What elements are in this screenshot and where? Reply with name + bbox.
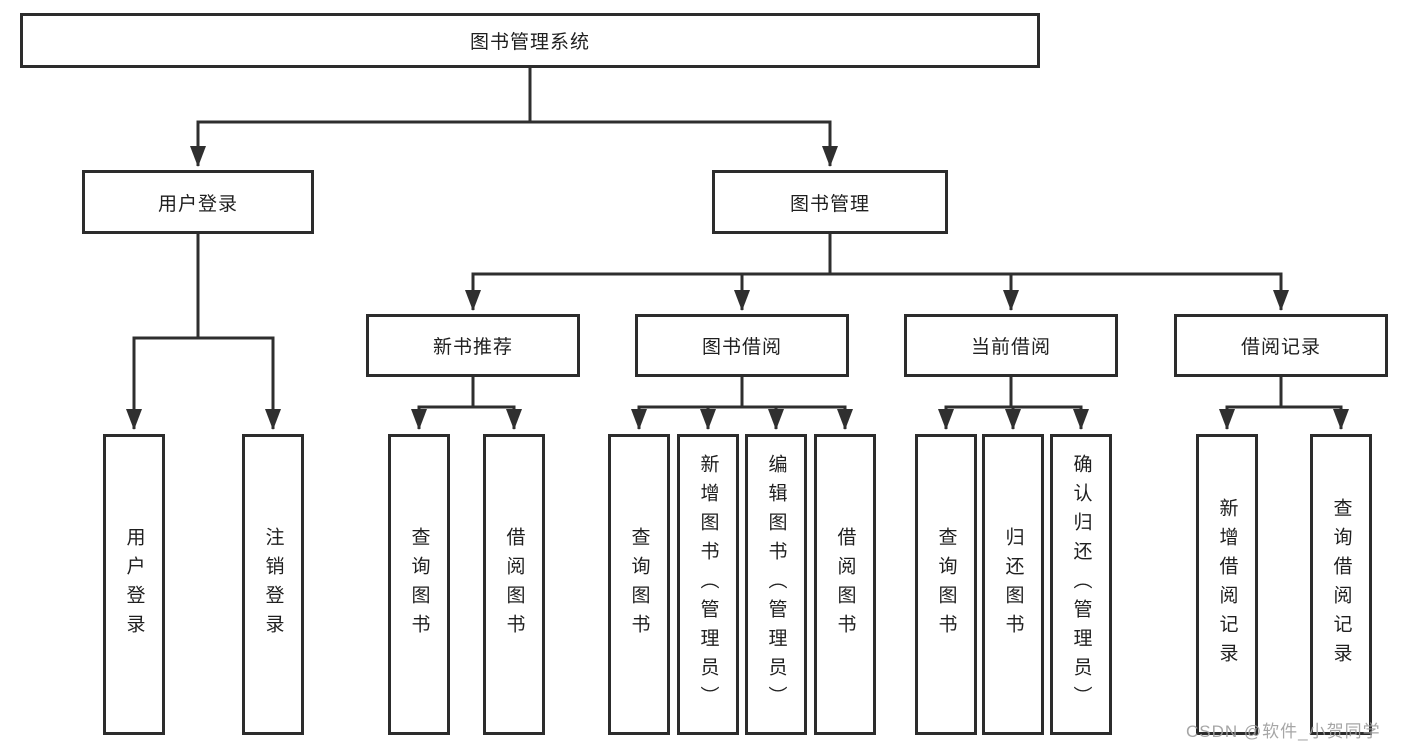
leaf-borrow-borrow-books: 借阅图书 [814,434,876,735]
node-label: 用户登录 [157,193,238,215]
node-new-book-recommendation: 新书推荐 [366,314,580,377]
node-library-management-system: 图书管理系统 [20,13,1040,68]
node-label: 借阅记录 [1240,337,1321,358]
node-borrowing-records: 借阅记录 [1174,314,1388,377]
leaf-records-add-record: 新增借阅记录 [1196,434,1258,735]
node-label: 借阅图书 [503,526,525,643]
csdn-watermark: CSDN @软件_小贺同学 [1186,722,1381,741]
leaf-current-confirm-return-admin: 确认归还（管理员） [1050,434,1112,735]
node-label: 查询图书 [935,526,957,643]
node-label: 新增图书（管理员） [697,454,719,715]
node-label: 确认归还（管理员） [1070,454,1092,715]
node-label: 查询图书 [628,526,650,643]
node-label: 用户登录 [123,526,145,643]
node-current-borrowing: 当前借阅 [904,314,1118,377]
leaf-borrow-query-books: 查询图书 [608,434,670,735]
node-label: 当前借阅 [970,337,1051,358]
node-label: 图书借阅 [701,337,782,358]
node-user-login: 用户登录 [82,170,314,234]
leaf-newbook-query-books: 查询图书 [388,434,450,735]
node-label: 图书管理系统 [469,32,590,53]
leaf-logout: 注销登录 [242,434,304,735]
node-label: 编辑图书（管理员） [765,454,787,715]
node-label: 新增借阅记录 [1216,497,1238,672]
node-label: 图书管理 [789,193,870,215]
node-label: 新书推荐 [432,337,513,358]
node-label: 借阅图书 [834,526,856,643]
leaf-current-query-books: 查询图书 [915,434,977,735]
leaf-current-return-books: 归还图书 [982,434,1044,735]
leaf-user-login: 用户登录 [103,434,165,735]
node-book-management: 图书管理 [712,170,948,234]
node-label: 查询图书 [408,526,430,643]
leaf-newbook-borrow-books: 借阅图书 [483,434,545,735]
node-book-borrowing: 图书借阅 [635,314,849,377]
leaf-records-query-record: 查询借阅记录 [1310,434,1372,735]
leaf-borrow-edit-books-admin: 编辑图书（管理员） [745,434,807,735]
node-label: 查询借阅记录 [1330,497,1352,672]
node-label: 注销登录 [262,526,284,643]
node-label: 归还图书 [1002,526,1024,643]
leaf-borrow-add-books-admin: 新增图书（管理员） [677,434,739,735]
